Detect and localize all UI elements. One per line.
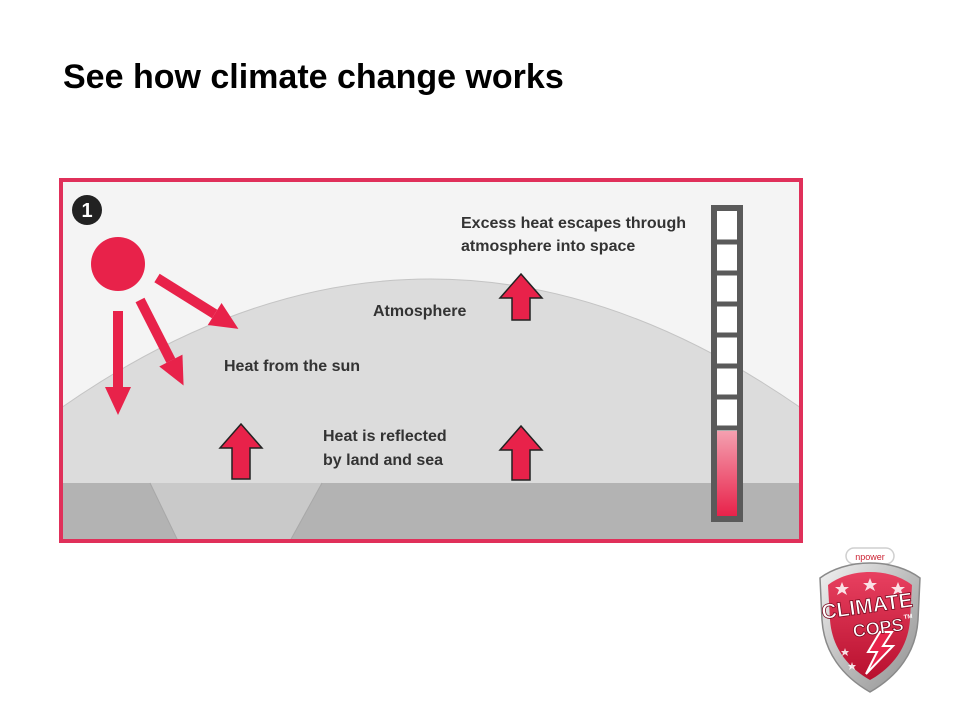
label-atmosphere: Atmosphere: [373, 303, 466, 320]
sun-ray-arrow: [105, 311, 131, 415]
lightning-icon: [865, 631, 896, 675]
thermometer-level: [717, 431, 737, 516]
label-heat-escapes-line2: atmosphere into space: [461, 238, 635, 255]
sea: [150, 483, 322, 541]
diagram-border: [59, 178, 803, 543]
sun-ray-arrow: [135, 297, 184, 386]
up-arrow-reflected-land: [218, 422, 264, 480]
logo-brand: npower: [855, 552, 885, 562]
step-number-badge: [72, 195, 102, 225]
logo-trademark: TM: [903, 614, 912, 621]
sun-icon: [91, 237, 145, 291]
up-arrow-reflected-sea: [498, 424, 544, 481]
sun-ray-arrow: [154, 273, 239, 329]
label-heat-from-sun: Heat from the sun: [224, 358, 360, 375]
up-arrow-escape: [498, 272, 544, 321]
thermometer: [711, 205, 743, 522]
label-heat-escapes-line1: Excess heat escapes through: [461, 215, 686, 232]
slide-title: See how climate change works: [63, 58, 564, 96]
label-reflected-line1: Heat is reflected: [323, 428, 447, 445]
step-number: 1: [81, 200, 92, 222]
label-reflected-line2: by land and sea: [323, 452, 443, 469]
ground: [61, 483, 801, 541]
